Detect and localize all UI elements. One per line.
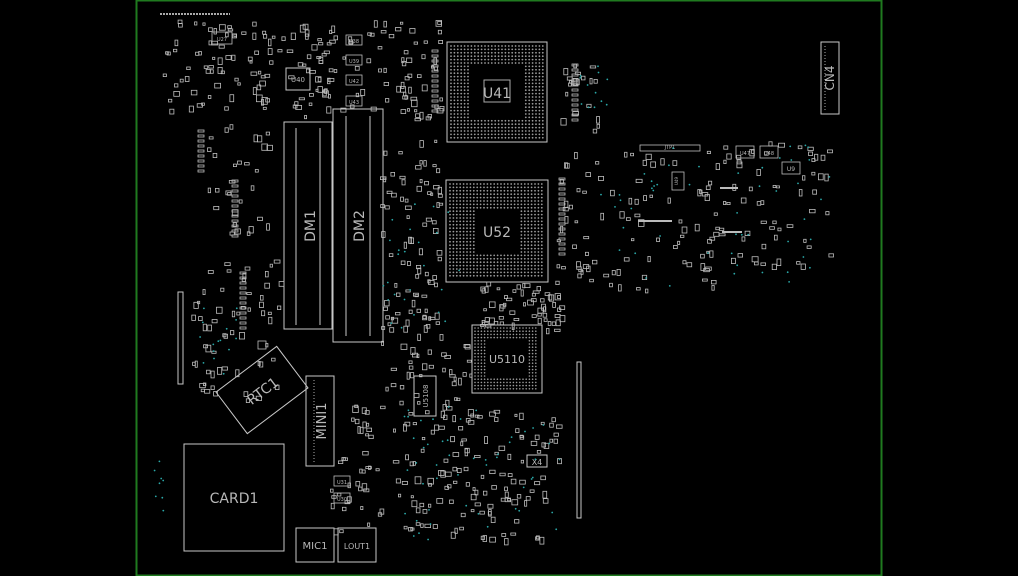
u47-label: U47 xyxy=(740,151,750,157)
audio-jack-mic1[interactable]: MIC1 xyxy=(295,527,335,563)
u41-label: U41 xyxy=(483,86,511,102)
audio-jack-lout1[interactable]: LOUT1 xyxy=(337,527,377,563)
jtp1-label: JTP1 xyxy=(664,145,676,151)
chip-u41[interactable]: U41 xyxy=(446,41,548,143)
u52-ball-grid xyxy=(449,183,543,277)
u39-label: U39 xyxy=(349,59,359,65)
u40-label: U40 xyxy=(291,76,305,84)
crystal-x4[interactable]: X4 xyxy=(526,454,548,468)
u5110-ball-grid xyxy=(474,327,537,390)
dm1-label: DM1 xyxy=(303,210,319,242)
cn4-label: CN4 xyxy=(823,66,837,91)
connector-cn4[interactable]: CN4 xyxy=(820,41,840,115)
u5108-label: U5108 xyxy=(422,385,430,408)
u52-label: U52 xyxy=(483,225,511,241)
dimm-slot-dm1[interactable]: DM1 xyxy=(283,121,333,330)
u9-label: U9 xyxy=(787,166,795,173)
dimm-slot-dm2[interactable]: DM2 xyxy=(332,108,384,343)
rtc-battery-rtc1[interactable]: RTC1 xyxy=(215,345,309,435)
u49-label: U49 xyxy=(674,177,679,185)
u5110-label: U5110 xyxy=(489,353,525,366)
lout1-label: LOUT1 xyxy=(344,542,370,551)
mini1-label: MINI1 xyxy=(315,403,330,440)
u41-ball-grid xyxy=(450,45,544,139)
u42-label: U42 xyxy=(349,79,359,85)
u27-label: U27 xyxy=(217,37,227,43)
u31-label: U31 xyxy=(337,480,347,486)
card-reader-card1[interactable]: CARD1 xyxy=(183,443,285,552)
dm2-label: DM2 xyxy=(352,210,368,242)
top-left-components[interactable]: U27 U40 U38 U39 U42 U43 xyxy=(160,13,363,107)
chip-u52[interactable]: U52 xyxy=(445,179,549,283)
u43-label: U43 xyxy=(349,100,359,106)
u30-label: U30 xyxy=(337,497,347,503)
card1-label: CARD1 xyxy=(210,491,259,507)
connector-mini1[interactable]: MINI1 xyxy=(305,375,335,467)
u38-label: U38 xyxy=(349,39,359,45)
chip-u5110[interactable]: U5110 xyxy=(471,324,543,394)
mic1-label: MIC1 xyxy=(303,541,328,552)
chip-u5108[interactable]: U5108 xyxy=(413,375,437,417)
u48-label: U48 xyxy=(764,151,774,157)
vias xyxy=(153,65,831,541)
passive-components xyxy=(162,19,834,546)
right-components[interactable]: JTP1 U47 U48 U9 U49 xyxy=(638,144,801,233)
x4-label: X4 xyxy=(532,458,543,467)
rtc1-label: RTC1 xyxy=(244,375,282,409)
